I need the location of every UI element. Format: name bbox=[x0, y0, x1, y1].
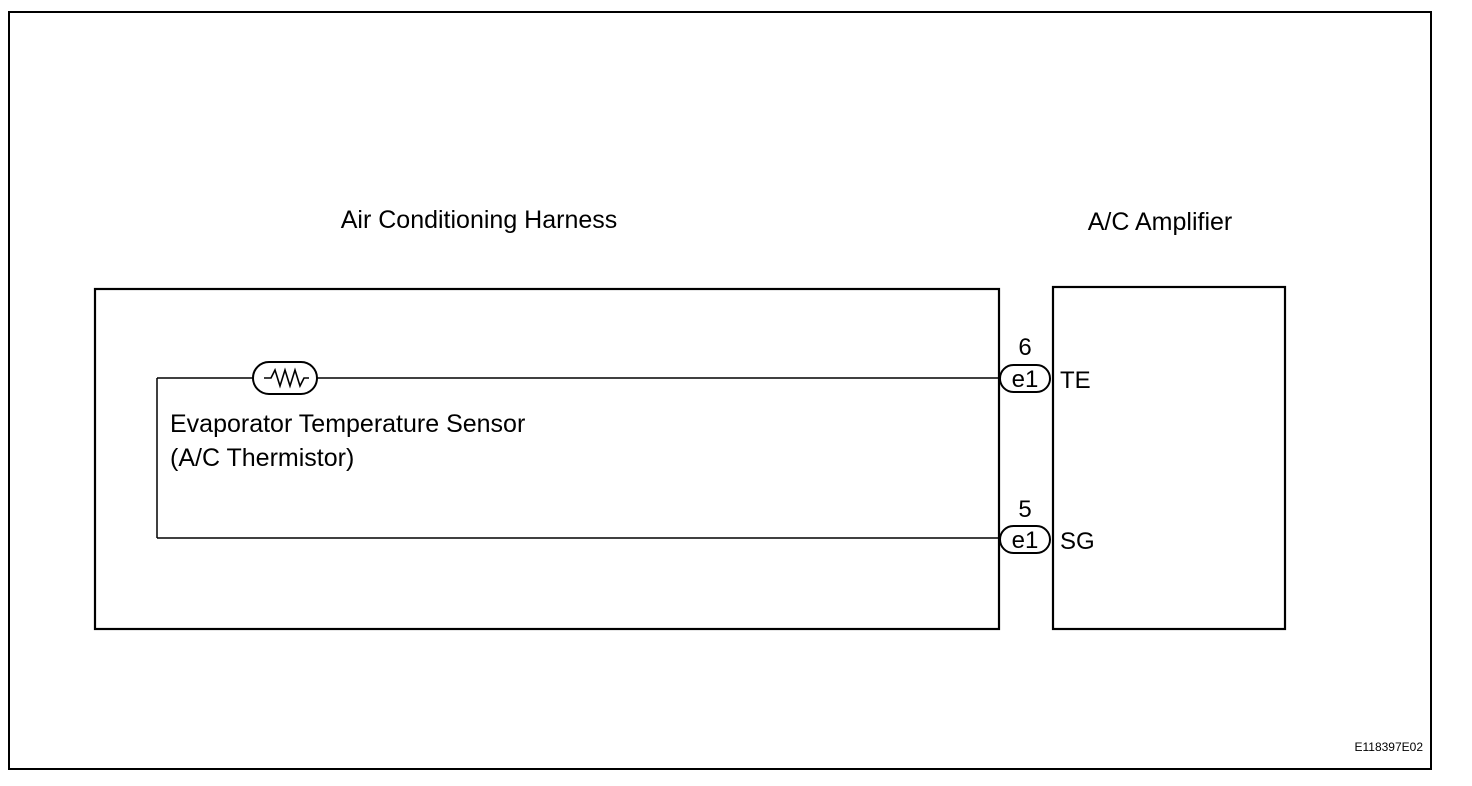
connector-label: e1 bbox=[1012, 366, 1039, 393]
sensor-name-line1: Evaporator Temperature Sensor bbox=[170, 410, 525, 438]
terminal-sg: 5 e1 SG bbox=[999, 496, 1095, 555]
pin-number: 5 bbox=[1018, 496, 1031, 523]
pin-number: 6 bbox=[1018, 334, 1031, 361]
terminal-te: 6 e1 TE bbox=[999, 334, 1091, 394]
diagram-frame bbox=[8, 11, 1432, 770]
connector-label: e1 bbox=[1012, 527, 1039, 554]
amplifier-box bbox=[1051, 285, 1287, 631]
harness-box bbox=[93, 287, 1001, 631]
sensor-name-line2: (A/C Thermistor) bbox=[170, 444, 354, 472]
thermistor-icon bbox=[252, 361, 318, 395]
figure-code: E118397E02 bbox=[1354, 740, 1423, 754]
signal-label: TE bbox=[1060, 367, 1091, 394]
connector-oval bbox=[999, 525, 1051, 554]
connector-oval bbox=[999, 364, 1051, 393]
harness-title: Air Conditioning Harness bbox=[341, 206, 618, 234]
sensor-circuit-wires bbox=[156, 377, 1001, 539]
signal-label: SG bbox=[1060, 528, 1095, 555]
amplifier-title: A/C Amplifier bbox=[1088, 208, 1232, 236]
